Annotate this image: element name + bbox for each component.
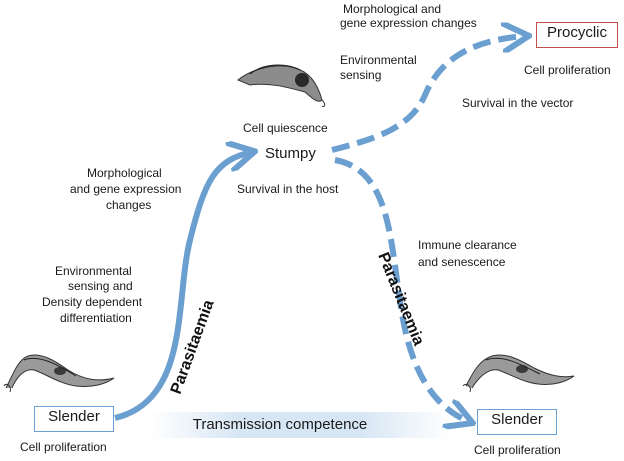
- env-left-4: differentiation: [60, 311, 132, 325]
- morph-left-2: and gene expression: [70, 182, 182, 196]
- morph-top-1: Morphological and: [343, 2, 442, 16]
- slender-right-label: Slender: [491, 411, 543, 428]
- cell-quiescence: Cell quiescence: [243, 121, 328, 135]
- stumpy-trypanosome-icon: [237, 64, 326, 107]
- slender-trypanosome-right-icon: [462, 354, 575, 393]
- slender-trypanosome-left-icon: [3, 354, 115, 393]
- morph-left-3: changes: [106, 198, 152, 212]
- cell-proliferation-procyclic: Cell proliferation: [524, 63, 611, 77]
- cell-proliferation-right: Cell proliferation: [474, 443, 561, 457]
- survival-host: Survival in the host: [237, 182, 339, 196]
- transmission-band: [150, 412, 450, 438]
- cell-proliferation-left: Cell proliferation: [20, 440, 107, 454]
- arrow-stumpy-to-slender: [334, 157, 470, 422]
- procyclic-node: Procyclic: [536, 22, 618, 48]
- env-left-1: Environmental: [55, 264, 132, 278]
- slender-left-label: Slender: [48, 408, 100, 425]
- env-top-1: Environmental: [340, 53, 417, 67]
- slender-left-node: Slender: [34, 406, 114, 432]
- immune-1: Immune clearance: [418, 238, 517, 252]
- morph-top-2: gene expression changes: [340, 16, 477, 30]
- env-top-2: sensing: [340, 68, 382, 82]
- arrow-stumpy-to-procyclic: [331, 36, 526, 153]
- immune-2: and senescence: [418, 255, 506, 269]
- env-left-2: sensing and: [68, 279, 133, 293]
- slender-right-node: Slender: [477, 409, 557, 435]
- env-left-3: Density dependent: [42, 295, 143, 309]
- procyclic-label: Procyclic: [546, 24, 607, 41]
- transmission-label: Transmission competence: [192, 416, 368, 433]
- stumpy-node: Stumpy: [265, 145, 316, 162]
- survival-vector: Survival in the vector: [462, 96, 574, 110]
- morph-left-1: Morphological: [87, 166, 162, 180]
- arrow-slender-to-stumpy: [114, 152, 252, 421]
